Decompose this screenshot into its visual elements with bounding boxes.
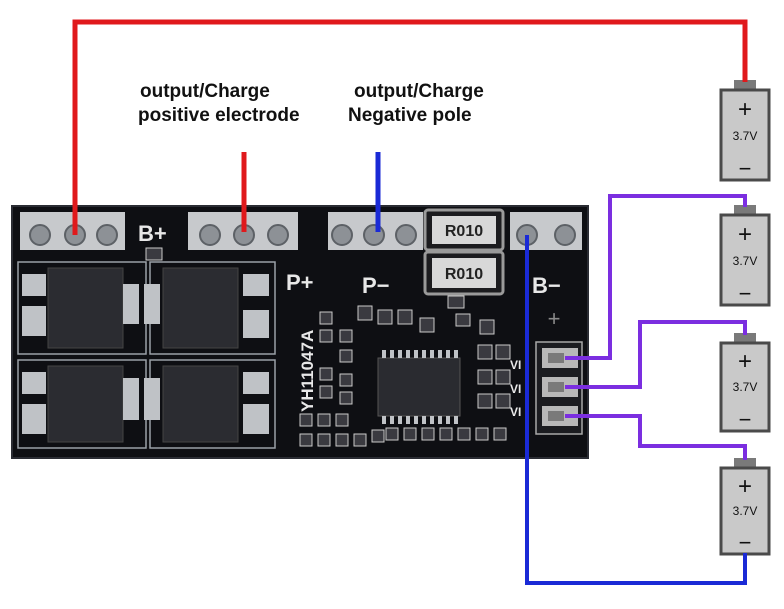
wire-balance-3: [565, 414, 747, 460]
battery-4: + 3.7V −: [719, 458, 771, 556]
battery-3-minus: −: [739, 407, 752, 432]
battery-1: + 3.7V −: [719, 80, 771, 182]
battery-1-minus: −: [739, 156, 752, 181]
shunt-resistor-bottom: R010: [423, 250, 505, 296]
mosfet-array: [17, 261, 276, 449]
model-marking: YH11047A: [298, 330, 317, 412]
negative-label-line2: Negative pole: [348, 105, 472, 126]
positive-label-line2: positive electrode: [138, 105, 300, 126]
battery-2-minus: −: [739, 281, 752, 306]
battery-1-plus: +: [738, 96, 752, 123]
battery-3: + 3.7V −: [719, 333, 771, 433]
label-pplus: P+: [286, 270, 314, 295]
label-bminus: B−: [532, 273, 561, 298]
battery-4-voltage: 3.7V: [733, 504, 758, 518]
resistor-marking-top: R010: [445, 223, 483, 240]
wire-balance-1: [565, 194, 747, 360]
wire-positive-battery: [72, 19, 748, 235]
smd-components: [145, 247, 511, 447]
battery-2-plus: +: [738, 221, 752, 248]
label-pminus: P−: [362, 273, 390, 298]
wire-balance-2: [565, 320, 747, 389]
negative-label-line1: output/Charge: [354, 81, 484, 102]
battery-4-minus: −: [739, 530, 752, 555]
label-bplus: B+: [138, 221, 167, 246]
battery-3-plus: +: [738, 348, 752, 375]
terminal-block-bminus: [510, 212, 582, 250]
wire-negative-battery: [525, 235, 747, 585]
svg-text:+: +: [548, 306, 561, 331]
battery-4-plus: +: [738, 473, 752, 500]
battery-2-voltage: 3.7V: [733, 254, 758, 268]
battery-3-voltage: 3.7V: [733, 380, 758, 394]
shunt-resistor-top: R010: [423, 208, 505, 252]
pin-label-1: VI: [510, 358, 521, 372]
battery-1-voltage: 3.7V: [733, 129, 758, 143]
positive-label-line1: output/Charge: [140, 81, 270, 102]
pin-label-3: VI: [510, 405, 521, 419]
pin-label-2: VI: [510, 382, 521, 396]
battery-2: + 3.7V −: [719, 205, 771, 307]
resistor-marking-bottom: R010: [445, 266, 483, 283]
protection-ic: [377, 350, 461, 424]
